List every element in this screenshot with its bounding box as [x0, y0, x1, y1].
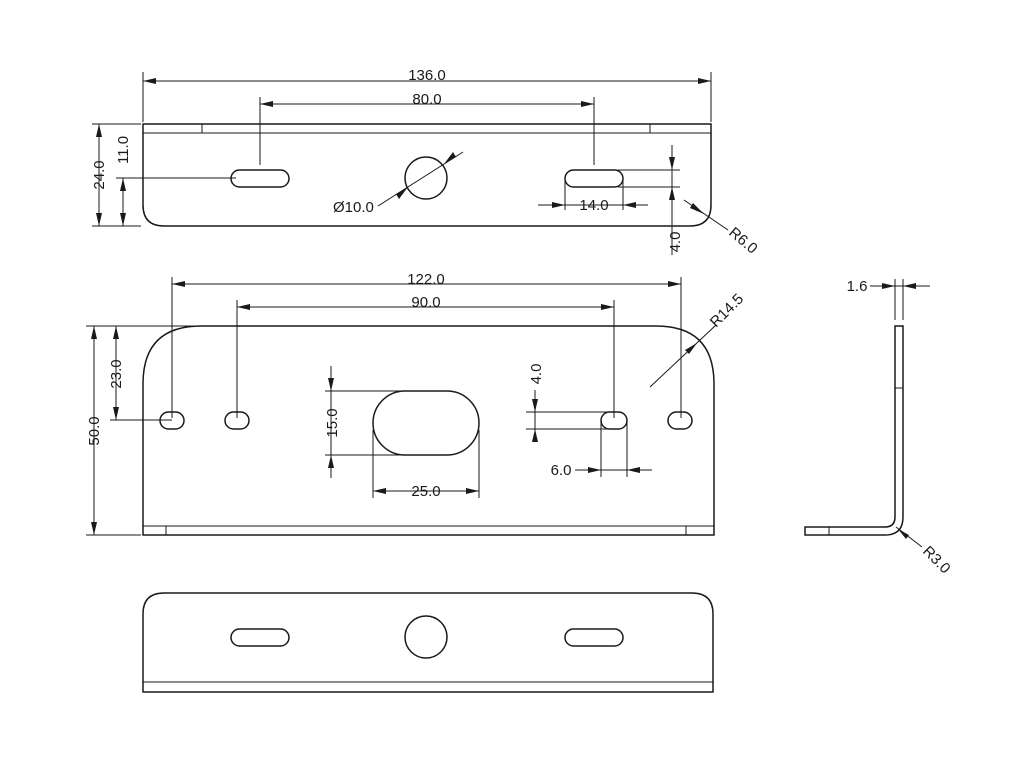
dim-25-arrow-left — [373, 488, 386, 494]
dim-24-arrow-bottom — [96, 213, 102, 226]
bottom-view-outline — [142, 592, 714, 693]
dim-front-4-label: 4.0 — [528, 364, 545, 385]
dim-11-label: 11.0 — [115, 136, 132, 164]
dim-4-arrow-bottom — [669, 187, 675, 200]
dim-dia10-arrow-lower — [396, 187, 408, 199]
top-view: 136.0 80.0 24.0 11.0 Ø10.0 14.0 — [91, 67, 761, 257]
dim-25-label: 25.0 — [411, 483, 440, 500]
dim-6-label: 6.0 — [551, 462, 572, 479]
dim-23-label: 23.0 — [108, 359, 125, 388]
dim-11-arrow-bottom — [120, 213, 126, 226]
dim-50-label: 50.0 — [86, 416, 103, 445]
dim-23-arrow-top — [113, 326, 119, 339]
top-view-center-hole — [404, 156, 448, 200]
dim-dia10-arrow-upper — [444, 152, 456, 164]
bottom-view-right-slot — [564, 628, 624, 647]
dim-122-arrow-left — [172, 281, 185, 287]
dim-50-arrow-bottom — [91, 522, 97, 535]
dim-24-label: 24.0 — [91, 160, 108, 189]
dim-14-arrow-right — [623, 202, 636, 208]
dim-80-arrow-left — [260, 101, 273, 107]
dim-r6-arrow — [690, 203, 704, 214]
dim-r14-5-arrow — [685, 343, 697, 354]
dim-25-arrow-right — [466, 488, 479, 494]
dim-122-arrow-right — [668, 281, 681, 287]
bottom-view-left-slot — [230, 628, 290, 647]
dim-136-label: 136.0 — [408, 67, 446, 84]
top-view-outline — [142, 123, 712, 227]
bottom-view — [142, 592, 714, 693]
dim-15-arrow-top — [328, 378, 334, 391]
dim-90-arrow-left — [237, 304, 250, 310]
front-view: 122.0 90.0 R14.5 50.0 23.0 15.0 — [86, 271, 747, 536]
dim-front-4-arrow-bottom — [532, 429, 538, 442]
dim-r6-label: R6.0 — [725, 224, 760, 257]
dim-90-arrow-right — [601, 304, 614, 310]
dim-80-arrow-right — [581, 101, 594, 107]
dim-4-label: 4.0 — [667, 232, 684, 253]
dim-r3-leader — [895, 526, 923, 548]
dim-6-arrow-left — [588, 467, 601, 473]
side-view: 1.6 R3.0 — [804, 278, 954, 577]
dim-90-label: 90.0 — [411, 294, 440, 311]
dim-14-arrow-left — [552, 202, 565, 208]
top-view-left-slot — [230, 169, 290, 188]
dim-r6-leader — [683, 199, 729, 231]
front-view-center-slot — [372, 390, 480, 456]
dim-r14-5-leader — [649, 324, 717, 388]
dim-1-6-label: 1.6 — [847, 278, 868, 295]
dim-r3-arrow — [898, 529, 909, 539]
dim-136-arrow-right — [698, 78, 711, 84]
dim-14-label: 14.0 — [579, 197, 608, 214]
dim-front-4-arrow-top — [532, 399, 538, 412]
dim-1-6-arrow-right — [903, 283, 916, 289]
dim-50-arrow-top — [91, 326, 97, 339]
dim-1-6-arrow-left — [882, 283, 895, 289]
front-view-outline — [142, 325, 715, 536]
dim-r3-label: R3.0 — [919, 543, 953, 577]
dim-11-arrow-top — [120, 178, 126, 191]
dim-122-label: 122.0 — [407, 271, 445, 288]
top-view-right-slot — [564, 169, 624, 188]
bottom-view-center-hole — [404, 615, 448, 659]
dim-dia10-label: Ø10.0 — [333, 199, 374, 216]
dim-24-arrow-top — [96, 124, 102, 137]
side-view-profile — [804, 325, 904, 536]
front-view-hole-4 — [667, 411, 693, 430]
dim-136-arrow-left — [143, 78, 156, 84]
dim-80-label: 80.0 — [412, 91, 441, 108]
dim-23-arrow-bottom — [113, 407, 119, 420]
dim-4-arrow-top — [669, 157, 675, 170]
dim-6-arrow-right — [627, 467, 640, 473]
dim-15-label: 15.0 — [324, 408, 341, 437]
dim-r14-5-label: R14.5 — [707, 291, 747, 331]
dim-15-arrow-bottom — [328, 455, 334, 468]
